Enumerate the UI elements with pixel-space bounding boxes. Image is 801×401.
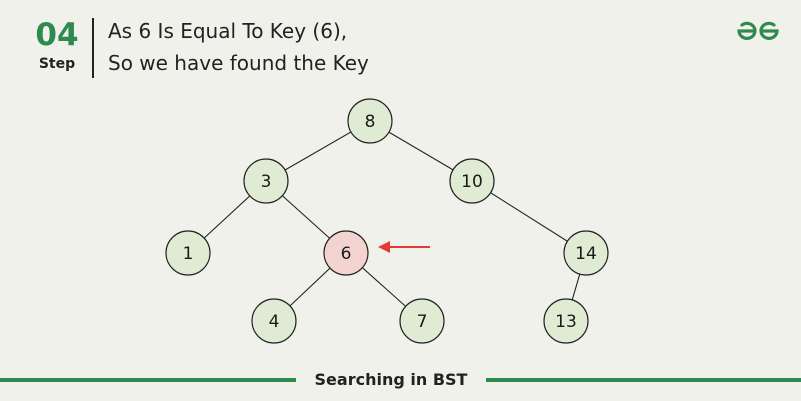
tree-node-label: 10 [461, 172, 483, 192]
tree-node-circle [347, 98, 393, 144]
tree-node-6: 6 [323, 230, 369, 276]
tree-node-label: 8 [365, 112, 376, 132]
tree-node-circle [251, 298, 297, 344]
step-label: Step [38, 56, 76, 72]
footer-rule-right [486, 378, 801, 382]
header-divider [92, 18, 94, 78]
footer-rule-left [0, 378, 296, 382]
tree-node-circle [243, 158, 289, 204]
tree-node-label: 4 [269, 312, 280, 332]
found-pointer-arrow-icon [378, 241, 430, 253]
tree-node-label: 7 [417, 312, 428, 332]
tree-node-label: 6 [341, 244, 352, 264]
tree-node-circle [543, 298, 589, 344]
tree-node-label: 1 [183, 244, 194, 264]
geeksforgeeks-logo-icon [737, 21, 779, 40]
tree-node-circle [399, 298, 445, 344]
tree-node-label: 3 [261, 172, 272, 192]
tree-node-3: 3 [243, 158, 289, 204]
tree-node-13: 13 [543, 298, 589, 344]
step-description-line-1: As 6 Is Equal To Key (6), [108, 19, 348, 43]
tree-node-1: 1 [165, 230, 211, 276]
tree-node-label: 14 [575, 244, 597, 264]
tree-node-14: 14 [563, 230, 609, 276]
tree-node-circle [449, 158, 495, 204]
step-description-line-2: So we have found the Key [108, 51, 369, 75]
step-number: 04 [35, 17, 79, 53]
diagram-caption: Searching in BST [314, 370, 468, 389]
tree-node-7: 7 [399, 298, 445, 344]
tree-node-circle [323, 230, 369, 276]
tree-node-4: 4 [251, 298, 297, 344]
tree-node-8: 8 [347, 98, 393, 144]
tree-node-circle [563, 230, 609, 276]
tree-node-label: 13 [555, 312, 577, 332]
tree-node-10: 10 [449, 158, 495, 204]
tree-node-circle [165, 230, 211, 276]
